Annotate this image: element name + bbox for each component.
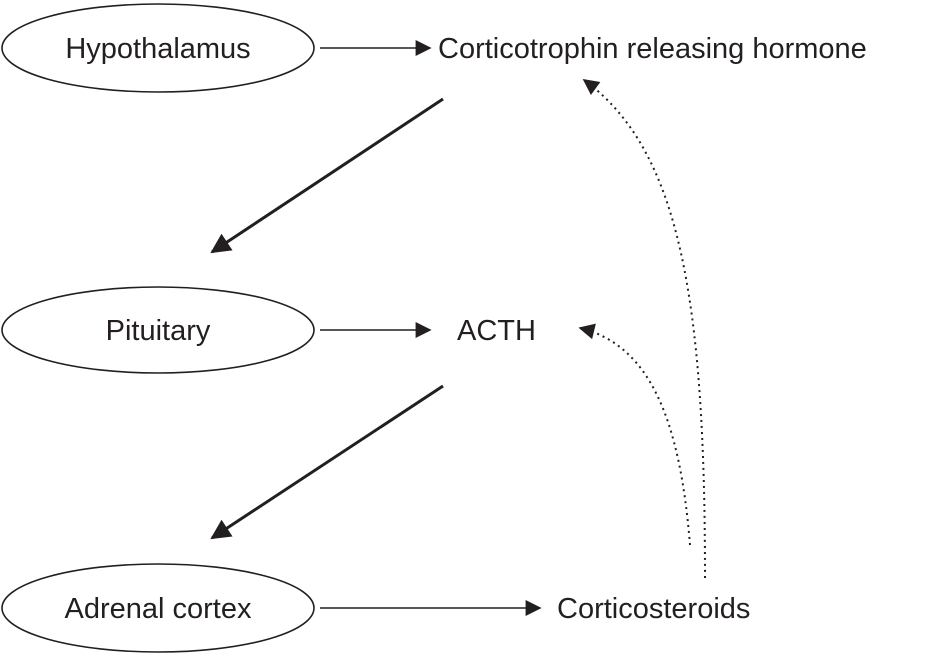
adrenal-cortex-node: Adrenal cortex <box>1 563 315 653</box>
acth-label: ACTH <box>457 315 536 347</box>
crh-label: Corticotrophin releasing hormone <box>438 33 867 65</box>
feedback-arrow-corticosteroids-acth <box>578 323 691 546</box>
hypothalamus-label: Hypothalamus <box>65 33 250 65</box>
feedback-arrow-corticosteroids-crh <box>582 79 706 579</box>
corticosteroids-label: Corticosteroids <box>557 593 750 625</box>
pituitary-label: Pituitary <box>106 315 211 347</box>
hypothalamus-node: Hypothalamus <box>1 3 315 93</box>
adrenal-cortex-label: Adrenal cortex <box>65 593 252 625</box>
arrow-acth-adrenal <box>210 384 444 540</box>
arrow-crh-pituitary <box>210 97 444 254</box>
pituitary-node: Pituitary <box>1 286 315 374</box>
